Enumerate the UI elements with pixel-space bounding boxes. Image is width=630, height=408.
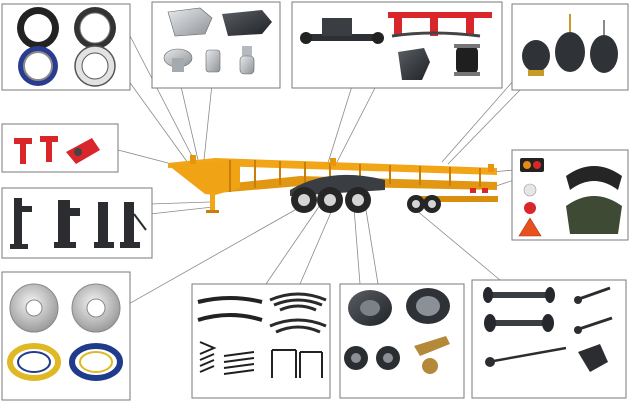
leader-landing-gear-2	[149, 206, 214, 215]
trailer-gooseneck	[168, 160, 240, 195]
air-spring	[454, 44, 480, 76]
group-leaf-springs	[191, 283, 331, 399]
leader-slewing-rings-2	[127, 31, 195, 161]
brake-chamber-double-2	[590, 20, 618, 73]
leader-landing-gear	[149, 201, 211, 205]
round-reflector-red	[524, 202, 536, 214]
leader-fifth-wheel	[179, 81, 199, 161]
leader-springs	[265, 204, 321, 285]
group-lights-and-mudguards	[511, 149, 629, 241]
fifth-wheel-plate-2	[222, 10, 272, 36]
slewing-ring-cut-outline	[74, 45, 116, 87]
king-pin-3	[239, 46, 255, 75]
trailer-rear-light-right	[482, 188, 488, 193]
leader-suspension-2	[335, 85, 377, 165]
wheel-hub-2	[376, 346, 400, 370]
trailer-lock-posts	[190, 155, 494, 172]
leaf-spring-single-2	[197, 313, 263, 322]
landing-gear-leg-2	[54, 200, 80, 248]
leader-rims	[117, 205, 303, 311]
rim-ring-blue	[69, 343, 123, 381]
group-axles-and-camshafts	[471, 279, 627, 399]
trailer-main-beam-top	[168, 158, 497, 175]
leader-drums-2	[365, 209, 379, 285]
landing-gear-leg-3	[94, 202, 114, 248]
group-fifth-wheel-and-king-pin	[151, 1, 281, 89]
slewing-ring-black-1	[17, 7, 59, 49]
trailer-landing-gear-foot	[206, 210, 219, 213]
coil-spring	[199, 341, 255, 375]
leader-lines	[117, 31, 521, 311]
group-container-twist-locks	[1, 123, 119, 173]
leader-fifth-wheel-2	[203, 83, 213, 161]
group-brake-drums-and-hubs	[339, 283, 465, 399]
twist-lock-1	[14, 138, 32, 164]
leader-brake-chambers	[441, 79, 515, 163]
leader-suspension	[327, 85, 353, 164]
slewing-ring-black-2	[74, 7, 116, 49]
trailer-landing-gear-leg	[210, 192, 215, 212]
axle-spindle	[484, 314, 554, 332]
leaf-spring-pack-1	[269, 292, 327, 312]
king-pin-2	[205, 49, 221, 73]
leader-brake-chambers-2	[447, 89, 521, 165]
wheel-hub-1	[344, 346, 368, 370]
mechanical-suspension-red	[388, 12, 492, 38]
leaf-spring-pack-2	[269, 318, 327, 334]
trailer-rear-light-left	[470, 188, 476, 193]
hanger-bracket	[398, 48, 430, 80]
leader-slewing-rings	[127, 79, 189, 164]
group-suspension-system	[291, 1, 503, 89]
king-pin-1	[163, 48, 193, 72]
trailer-axle	[483, 287, 555, 303]
brake-drum-1	[348, 290, 392, 326]
twist-lock-2	[40, 136, 58, 162]
tail-light	[520, 158, 544, 172]
steel-rim-1	[9, 283, 59, 333]
air-suspension-axle	[300, 18, 384, 44]
group-slewing-rings	[1, 3, 131, 91]
landing-gear-leg-1	[10, 198, 32, 249]
leader-twist-locks	[117, 149, 169, 164]
trailer-rear-bumper	[420, 196, 498, 202]
group-landing-gear	[1, 187, 153, 259]
warning-triangle	[518, 217, 542, 237]
landing-gear-leg-4	[120, 202, 147, 248]
brake-camshaft-2	[574, 316, 613, 334]
rim-ring-gold	[7, 343, 61, 381]
mudguard-1	[566, 166, 622, 190]
brake-camshaft-3	[485, 344, 608, 372]
trailer-cross-members	[229, 160, 481, 192]
slewing-ring-blue	[18, 46, 58, 86]
leader-springs-2	[299, 209, 333, 285]
u-bolt	[271, 349, 323, 378]
brake-drum-2	[406, 288, 450, 324]
leader-axles	[409, 204, 501, 281]
group-wheel-rims-and-rings	[1, 271, 131, 401]
twist-lock-3	[66, 138, 100, 164]
fifth-wheel-plate-1	[167, 7, 213, 37]
leader-lights-2	[495, 179, 515, 187]
brake-chamber-single	[522, 40, 550, 76]
slack-adjuster	[414, 336, 450, 374]
leaf-spring-single-1	[197, 296, 263, 304]
brake-camshaft-1	[574, 286, 611, 304]
brake-chamber-double-1	[555, 14, 585, 72]
steel-rim-2	[71, 283, 121, 333]
mudguard-2	[566, 196, 622, 234]
round-reflector-white	[523, 183, 537, 197]
group-brake-chambers	[511, 3, 629, 91]
trailer-wheels	[291, 187, 441, 213]
leader-drums	[353, 207, 361, 285]
semi-trailer-chassis	[168, 155, 498, 213]
